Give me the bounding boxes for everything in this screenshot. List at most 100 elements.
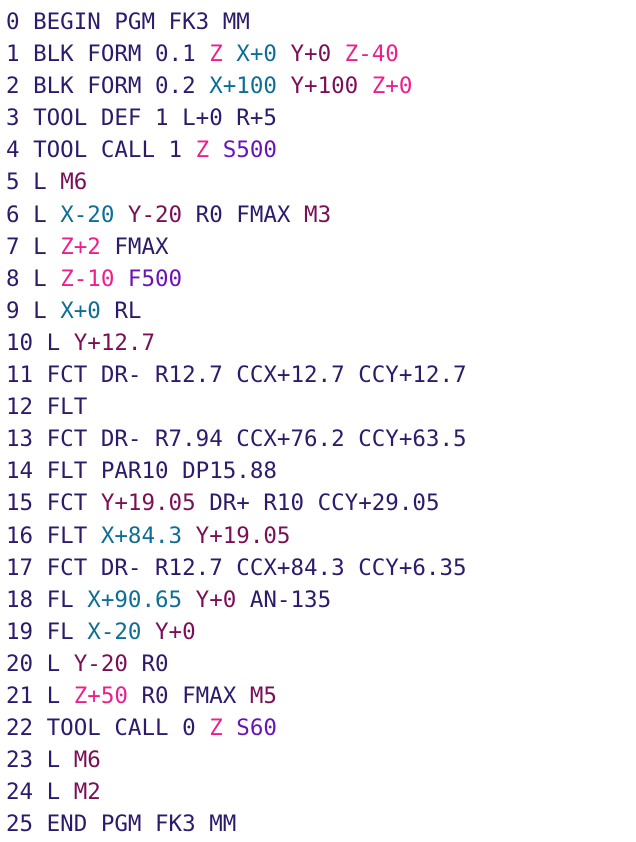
m-function: M6 [60, 169, 88, 196]
code-text: 1 BLK FORM 0.1 [6, 41, 210, 68]
program-line: 13 FCT DR- R7.94 CCX+76.2 CCY+63.5 [6, 423, 467, 455]
program-line: 16 FLT X+84.3 Y+19.05 [6, 520, 467, 552]
y-coordinate: Y+0 [155, 618, 196, 645]
y-coordinate: Y+0 [290, 41, 332, 68]
program-line: 17 FCT DR- R12.7 CCX+84.3 CCY+6.35 [6, 552, 467, 584]
program-line: 3 TOOL DEF 1 L+0 R+5 [6, 102, 467, 134]
program-line: 10 L Y+12.7 [6, 327, 467, 359]
code-text: 17 FCT DR- R12.7 CCX+84.3 CCY+6.35 [6, 554, 467, 581]
x-coordinate: X+0 [60, 297, 101, 324]
x-coordinate: X-20 [60, 201, 115, 228]
code-text: 15 FCT [6, 490, 101, 517]
z-coordinate: Z [209, 715, 223, 742]
code-text [141, 619, 155, 645]
z-coordinate: Z [209, 41, 223, 68]
code-text [182, 587, 196, 613]
code-text: 7 L [6, 233, 61, 260]
y-coordinate: Y+19.05 [195, 522, 291, 549]
feed-speed-word: F500 [127, 265, 183, 292]
feed-speed-word: S500 [222, 137, 277, 164]
program-line: 2 BLK FORM 0.2 X+100 Y+100 Z+0 [6, 70, 467, 102]
x-coordinate: X-20 [87, 618, 142, 645]
program-line: 12 FLT [6, 391, 467, 423]
x-coordinate: X+84.3 [100, 522, 183, 549]
program-line: 7 L Z+2 FMAX [6, 231, 467, 263]
program-line: 22 TOOL CALL 0 Z S60 [6, 712, 467, 744]
code-text: FMAX [100, 233, 169, 260]
y-coordinate: Y+12.7 [73, 329, 156, 356]
y-coordinate: Y+0 [195, 586, 237, 613]
code-text: 11 FCT DR- R12.7 CCX+12.7 CCY+12.7 [6, 362, 467, 389]
program-line: 15 FCT Y+19.05 DR+ R10 CCY+29.05 [6, 487, 467, 519]
code-text [277, 41, 291, 67]
program-line: 23 L M6 [6, 744, 467, 776]
code-text [182, 523, 196, 549]
program-line: 25 END PGM FK3 MM [6, 808, 467, 840]
y-coordinate: Y-20 [127, 201, 183, 228]
z-coordinate: Z-10 [60, 265, 115, 292]
x-coordinate: X+100 [209, 73, 277, 100]
code-text: 8 L [6, 265, 61, 292]
code-text: 19 FL [6, 618, 88, 645]
program-line: 14 FLT PAR10 DP15.88 [6, 455, 467, 487]
code-text: R0 FMAX [182, 201, 305, 228]
program-line: 11 FCT DR- R12.7 CCX+12.7 CCY+12.7 [6, 359, 467, 391]
code-text: 14 FLT PAR10 DP15.88 [6, 458, 277, 485]
code-text: 12 FLT [6, 394, 88, 421]
program-line: 20 L Y-20 R0 [6, 648, 467, 680]
program-line: 5 L M6 [6, 166, 467, 198]
code-text: 9 L [6, 297, 61, 324]
program-line: 24 L M2 [6, 776, 467, 808]
z-coordinate: Z+50 [73, 682, 128, 709]
code-text: 20 L [6, 650, 74, 677]
m-function: M2 [73, 779, 101, 806]
code-text [277, 73, 291, 99]
program-line: 6 L X-20 Y-20 R0 FMAX M3 [6, 199, 467, 231]
code-text: DR+ R10 CCY+29.05 [195, 490, 440, 517]
m-function: M6 [73, 747, 101, 774]
code-text: 6 L [6, 201, 61, 228]
program-line: 4 TOOL CALL 1 Z S500 [6, 134, 467, 166]
code-text: RL [100, 297, 142, 324]
code-text: 24 L [6, 779, 74, 806]
code-text: 10 L [6, 329, 74, 356]
z-coordinate: Z [195, 137, 210, 164]
code-text: 13 FCT DR- R7.94 CCX+76.2 CCY+63.5 [6, 426, 467, 453]
program-line: 1 BLK FORM 0.1 Z X+0 Y+0 Z-40 [6, 38, 467, 70]
code-text [209, 137, 223, 163]
m-function: M3 [304, 201, 332, 228]
code-text [223, 41, 237, 67]
nc-program-listing: 0 BEGIN PGM FK3 MM 1 BLK FORM 0.1 Z X+0 Y… [6, 6, 467, 840]
code-text [358, 73, 372, 99]
program-line: 18 FL X+90.65 Y+0 AN-135 [6, 584, 467, 616]
code-text [331, 41, 345, 67]
program-line: 0 BEGIN PGM FK3 MM [6, 6, 467, 38]
y-coordinate: Y+100 [290, 73, 359, 100]
program-line: 9 L X+0 RL [6, 295, 467, 327]
code-text: 18 FL [6, 586, 88, 613]
z-coordinate: Z+2 [60, 233, 101, 260]
code-text: 4 TOOL CALL 1 [6, 137, 196, 164]
code-text: 25 END PGM FK3 MM [6, 811, 237, 838]
code-text: 23 L [6, 747, 74, 774]
code-text: 0 BEGIN PGM FK3 MM [6, 9, 250, 35]
program-line: 8 L Z-10 F500 [6, 263, 467, 295]
code-text: 3 TOOL DEF 1 L+0 R+5 [6, 105, 277, 132]
code-text [114, 266, 128, 292]
y-coordinate: Y+19.05 [100, 490, 196, 517]
x-coordinate: X+90.65 [87, 586, 183, 613]
z-coordinate: Z-40 [344, 41, 399, 68]
m-function: M5 [249, 682, 277, 709]
code-text [114, 202, 128, 228]
code-text: R0 [127, 650, 169, 677]
program-line: 21 L Z+50 R0 FMAX M5 [6, 680, 467, 712]
code-text: 2 BLK FORM 0.2 [6, 73, 210, 100]
feed-speed-word: S60 [236, 715, 277, 742]
code-text: R0 FMAX [127, 682, 250, 709]
z-coordinate: Z+0 [371, 73, 413, 100]
code-text: 5 L [6, 169, 61, 196]
code-text: 21 L [6, 682, 74, 709]
x-coordinate: X+0 [236, 41, 277, 68]
code-text: AN-135 [236, 586, 332, 613]
code-text [223, 715, 237, 741]
